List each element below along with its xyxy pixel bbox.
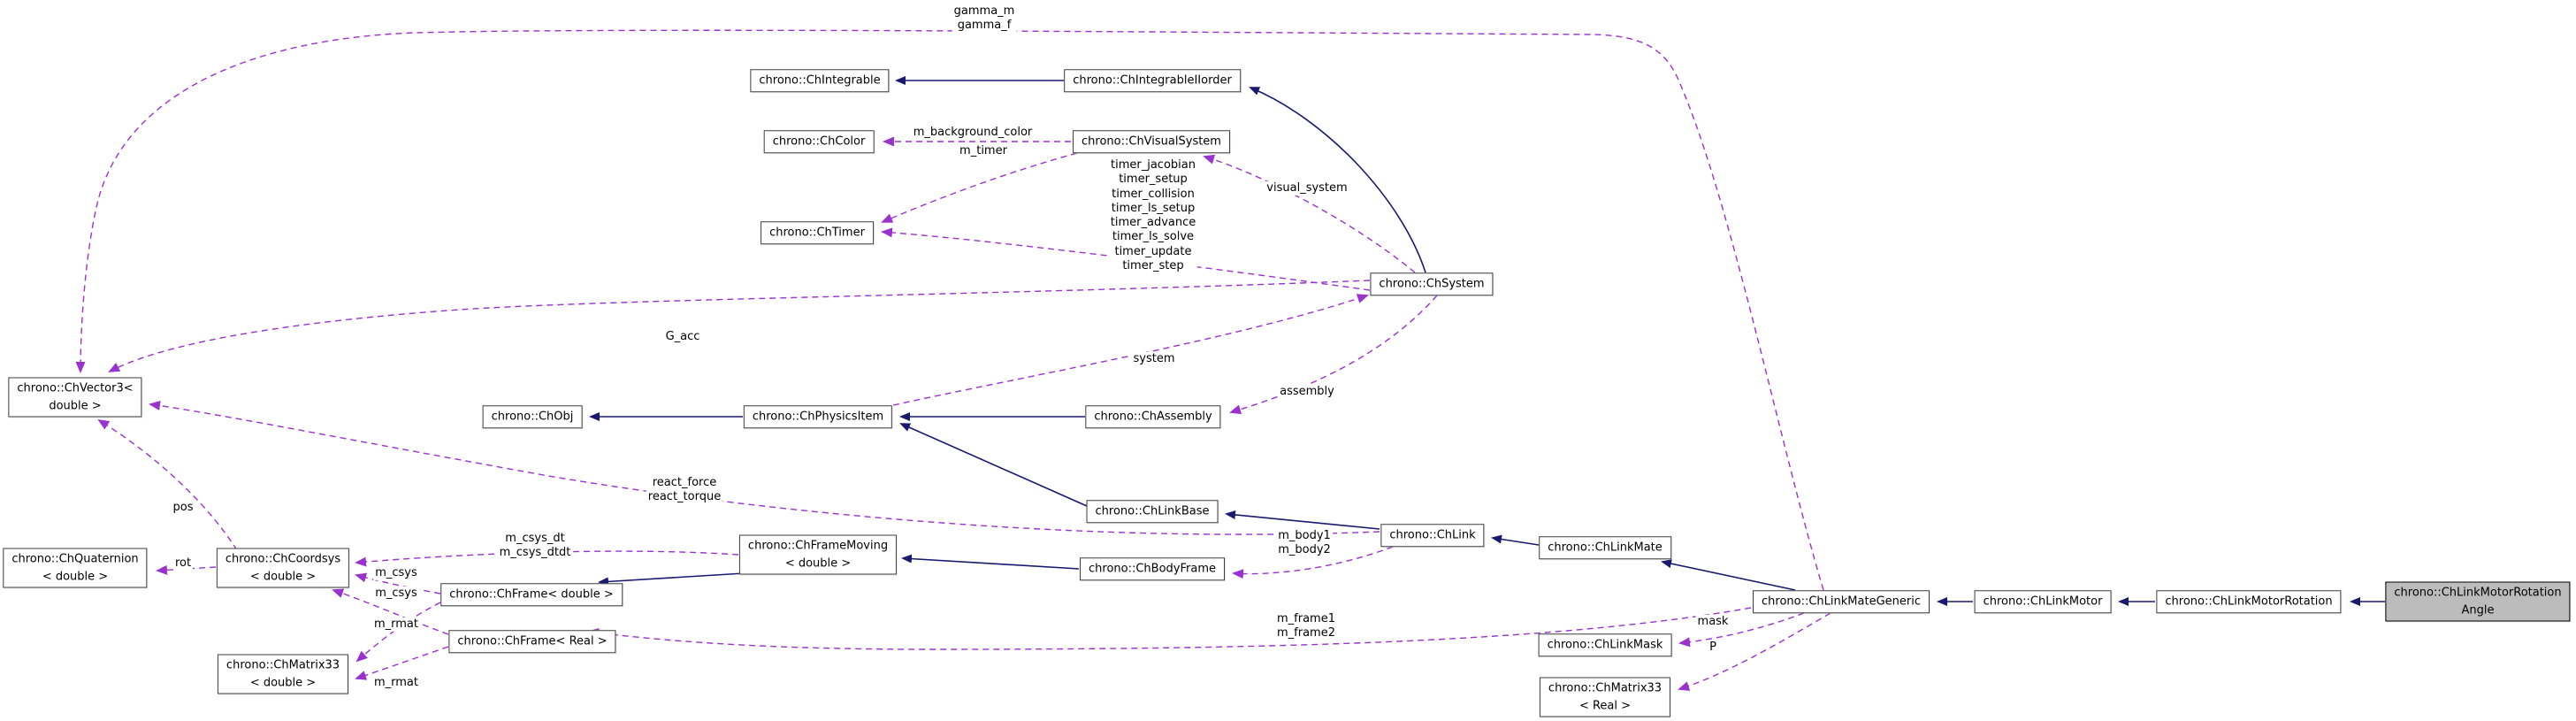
edge-usage-mcsys1	[355, 572, 441, 594]
edge-label-timers: timer_jacobian timer_setup timer_collisi…	[1108, 158, 1198, 273]
node-chquaternion[interactable]: chrono::ChQuaternion < double >	[3, 548, 148, 588]
edge-label-mcsysdt: m_csys_dt m_csys_dtdt	[497, 531, 573, 561]
node-chframe-real[interactable]: chrono::ChFrame< Real >	[448, 630, 616, 653]
edge-inherit-bodyframe-framemoving	[901, 554, 1080, 570]
edge-usage-react	[149, 400, 1380, 535]
edge-usage-mrmat2	[355, 646, 449, 680]
node-chlink[interactable]: chrono::ChLink	[1380, 524, 1485, 547]
edge-label-system: system	[1131, 351, 1177, 367]
node-chmatrix33-real[interactable]: chrono::ChMatrix33 < Real >	[1539, 677, 1671, 717]
edge-label-visualsystem: visual_system	[1265, 180, 1349, 196]
edge-usage-p	[1678, 612, 1831, 691]
edge-label-mask: mask	[1695, 614, 1731, 630]
node-chlinkmotorrotation[interactable]: chrono::ChLinkMotorRotation	[2156, 590, 2342, 613]
edge-label-background-color: m_background_color	[911, 125, 1035, 141]
edge-label-mtimer: m_timer	[958, 143, 1009, 159]
edge-inherit-linkbase-physicsitem	[899, 423, 1088, 507]
node-chintegrableiiorder[interactable]: chrono::ChIntegrableIIorder	[1064, 69, 1241, 92]
edge-label-pos: pos	[171, 500, 195, 516]
node-chlinkmotorrotationangle: chrono::ChLinkMotorRotation Angle	[2385, 581, 2571, 622]
edge-label-rot: rot	[172, 556, 194, 571]
edge-usage-system	[892, 294, 1369, 406]
edge-label-assembly: assembly	[1278, 384, 1336, 400]
edge-usage-mbody	[1232, 546, 1394, 579]
node-chphysicsitem[interactable]: chrono::ChPhysicsItem	[743, 405, 893, 428]
edge-label-mrmat-2: m_rmat	[371, 675, 421, 691]
node-chcolor[interactable]: chrono::ChColor	[763, 130, 875, 153]
edge-label-gacc: G_acc	[663, 329, 702, 345]
edge-label-mframe: m_frame1 m_frame2	[1275, 611, 1337, 641]
node-chobj[interactable]: chrono::ChObj	[482, 405, 583, 428]
edge-usage-gamma	[75, 29, 1824, 591]
edge-usage-mcsys2	[332, 588, 449, 635]
node-chlinkmategeneric[interactable]: chrono::ChLinkMateGeneric	[1753, 590, 1930, 613]
node-chassembly[interactable]: chrono::ChAssembly	[1085, 405, 1221, 428]
edge-usage-mtimer	[881, 152, 1078, 223]
node-chvisualsystem[interactable]: chrono::ChVisualSystem	[1073, 130, 1230, 153]
edge-usage-visualsystem	[1203, 154, 1416, 273]
node-chlinkmask[interactable]: chrono::ChLinkMask	[1538, 633, 1672, 656]
edge-label-mcsys-1: m_csys	[373, 565, 419, 581]
edge-label-gamma: gamma_m gamma_f	[952, 4, 1017, 34]
edge-inherit-framemoving-frame	[598, 571, 760, 587]
edge-usage-mframe	[587, 607, 1752, 650]
node-chlinkbase[interactable]: chrono::ChLinkBase	[1086, 500, 1219, 523]
node-chframe-double[interactable]: chrono::ChFrame< double >	[440, 583, 623, 606]
edge-usage-mask	[1678, 612, 1805, 648]
edge-inherit-linkmate-chlink	[1491, 534, 1540, 546]
node-chintegrable[interactable]: chrono::ChIntegrable	[750, 69, 890, 92]
node-chvector3[interactable]: chrono::ChVector3< double >	[8, 377, 142, 418]
node-chbodyframe[interactable]: chrono::ChBodyFrame	[1080, 557, 1225, 580]
edge-label-mbody: m_body1 m_body2	[1276, 528, 1333, 558]
node-chlinkmate[interactable]: chrono::ChLinkMate	[1539, 536, 1671, 559]
node-chsystem[interactable]: chrono::ChSystem	[1370, 272, 1494, 295]
edge-label-mcsys-2: m_csys	[373, 586, 419, 602]
node-chmatrix33-double[interactable]: chrono::ChMatrix33 < double >	[217, 654, 349, 694]
edge-usage-gacc	[108, 280, 1371, 372]
edge-inherit-mategeneric-linkmate	[1661, 559, 1796, 591]
edge-label-p: P	[1708, 640, 1718, 656]
edge-inherit-chlink-linkbase	[1225, 510, 1380, 530]
edge-inherit-chsystem-iiorder	[1249, 87, 1426, 273]
node-chframemoving[interactable]: chrono::ChFrameMoving < double >	[738, 534, 898, 575]
node-chcoordsys[interactable]: chrono::ChCoordsys < double >	[216, 548, 350, 588]
edge-usage-pos	[97, 418, 238, 551]
edge-label-mrmat-1: m_rmat	[371, 617, 421, 633]
edge-usage-timers	[881, 227, 1371, 291]
node-chtimer[interactable]: chrono::ChTimer	[761, 221, 874, 244]
node-chlinkmotor[interactable]: chrono::ChLinkMotor	[1974, 590, 2112, 613]
edge-label-react: react_force react_torque	[646, 475, 723, 505]
